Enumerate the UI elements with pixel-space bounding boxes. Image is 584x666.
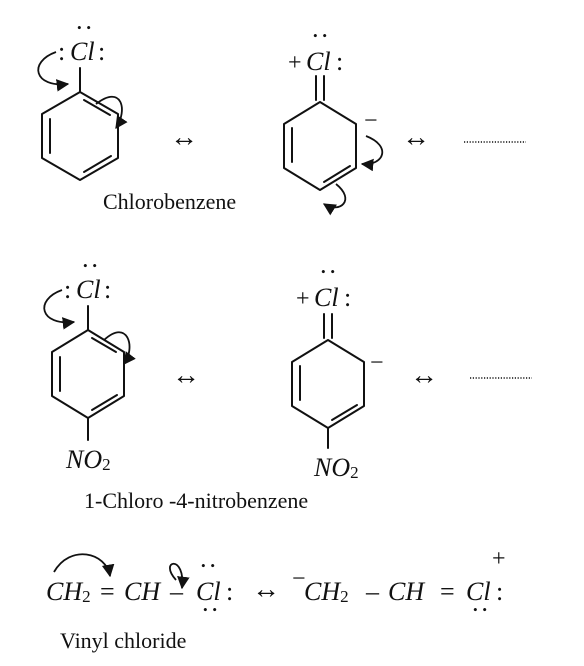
caption-chlorobenzene: Chlorobenzene <box>103 189 236 214</box>
resonance-arrow: ↔ <box>172 360 200 391</box>
resonance-arrow: ↔ <box>402 122 430 153</box>
chlorine-atom: Cl <box>70 37 95 66</box>
plus-charge: + <box>492 546 506 572</box>
curved-arrow <box>53 553 115 578</box>
lone-pair-left: : <box>58 37 65 66</box>
chloronitrobenzene-resonance-form: + Cl : : − NO2 <box>291 268 384 482</box>
lone-pair-right: : <box>344 283 351 312</box>
single-bond: – <box>365 577 380 606</box>
chlorine-atom: Cl <box>306 47 331 76</box>
ring <box>283 101 357 191</box>
resonance-arrow: ↔ <box>410 360 438 391</box>
minus-charge: − <box>364 108 378 134</box>
caption-vinyl-chloride: Vinyl chloride <box>60 628 186 653</box>
curved-arrow <box>43 289 76 330</box>
lone-pair-top: : <box>72 24 101 31</box>
lone-pair-right: : <box>104 275 111 304</box>
ring-double-bond <box>83 99 111 116</box>
nitro-group: NO2 <box>313 453 359 482</box>
lone-pair-right: : <box>98 37 105 66</box>
lone-pair-right: : <box>226 577 233 606</box>
minus-charge: − <box>370 350 384 376</box>
plus-charge: + <box>288 50 302 76</box>
minus-charge: − <box>292 566 306 592</box>
chlorine-atom: Cl <box>76 275 101 304</box>
ring-double-bond <box>323 165 351 183</box>
chlorine-atom: Cl <box>466 577 491 606</box>
lone-pair-bottom: : <box>468 606 497 613</box>
ring-double-bond <box>83 155 112 173</box>
curved-arrow <box>360 135 384 172</box>
resonance-arrow: ↔ <box>170 122 198 153</box>
chlorine-atom: Cl <box>314 283 339 312</box>
lone-pair-right: : <box>336 47 343 76</box>
chloronitrobenzene-structure: : Cl : : NO2 <box>43 262 136 474</box>
curved-arrow <box>322 183 347 216</box>
vinyl-chloride-structure: CH2 = CH – Cl : : : <box>46 553 233 613</box>
lone-pair-top: : <box>78 262 107 269</box>
resonance-arrow: ↔ <box>252 574 280 605</box>
lone-pair-top: : <box>196 562 225 569</box>
chlorine-atom: Cl <box>196 577 221 606</box>
chlorobenzene-resonance-form: + Cl : : − <box>283 32 384 216</box>
curved-arrow <box>37 51 70 92</box>
lone-pair-top: : <box>308 32 337 39</box>
lone-pair-bottom: : <box>198 606 227 613</box>
curved-arrow <box>103 331 136 366</box>
curved-arrow <box>169 562 190 590</box>
curved-arrow <box>95 96 128 130</box>
single-bond: – <box>169 577 184 606</box>
benzene-ring <box>51 329 125 419</box>
ring-double-bond <box>91 394 118 411</box>
ring-double-bond <box>91 337 117 353</box>
lone-pair-left: : <box>64 275 71 304</box>
nitro-group: NO2 <box>65 445 111 474</box>
double-bond: = <box>440 577 455 606</box>
plus-charge: + <box>296 286 310 312</box>
ring <box>291 339 365 429</box>
caption-chloronitrobenzene: 1-Chloro -4-nitrobenzene <box>84 488 308 513</box>
ch2-group: CH2 <box>304 577 349 606</box>
ch-group: CH <box>124 577 161 606</box>
ch-group: CH <box>388 577 425 606</box>
benzene-ring <box>41 91 119 181</box>
lone-pair-top: : <box>316 268 345 275</box>
chlorobenzene-structure: : Cl : : <box>37 24 128 181</box>
ch2-group: CH2 <box>46 577 91 606</box>
vinyl-chloride-resonance-form: − CH2 – CH = + Cl : : <box>292 546 506 613</box>
double-bond: = <box>100 577 115 606</box>
lone-pair-right: : <box>496 577 503 606</box>
ring-double-bond <box>331 404 358 421</box>
